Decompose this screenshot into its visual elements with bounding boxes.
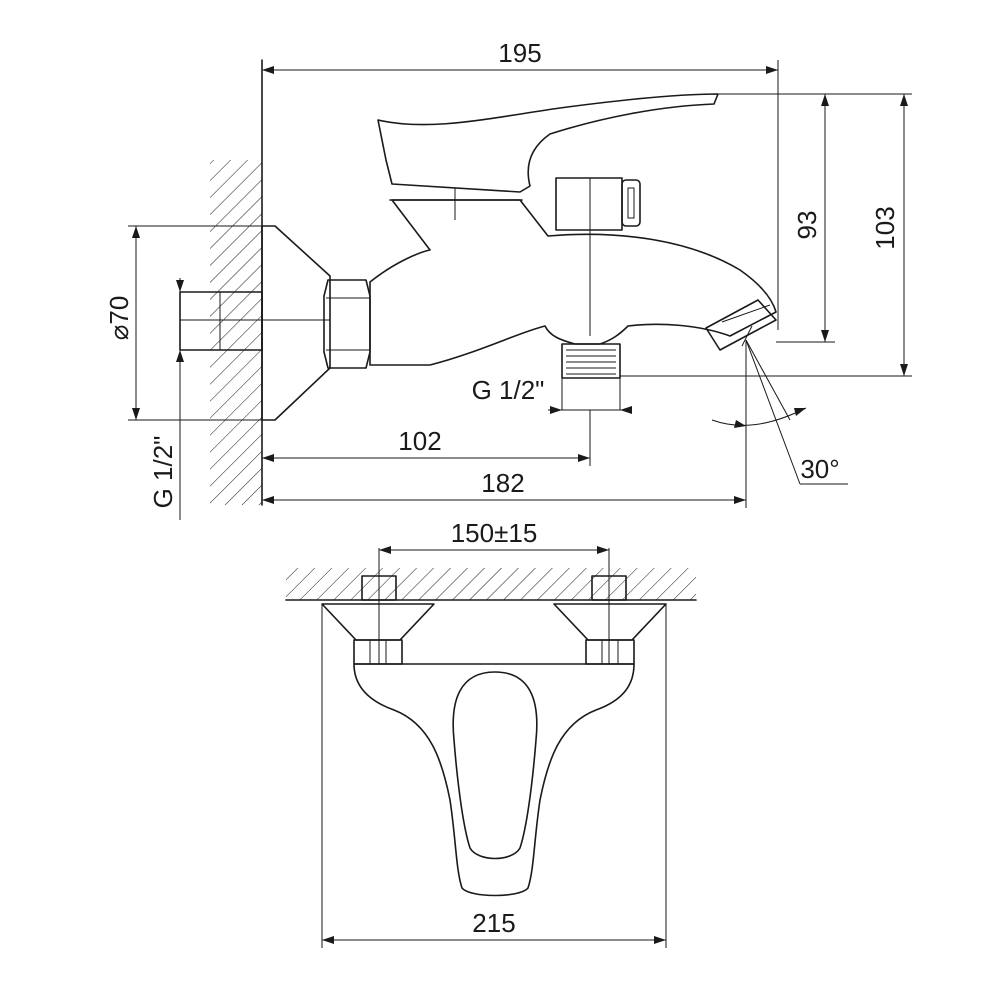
hex-nut (323, 279, 371, 369)
faucet-body-front (353, 663, 635, 897)
lever-handle-front (452, 671, 538, 860)
dim-height-103: 103 (620, 93, 912, 377)
dim-flange-diameter-label: ⌀70 (104, 296, 134, 341)
front-view: 150±15 215 (285, 518, 697, 948)
front-wall-hatch (286, 568, 696, 600)
wall-flange (261, 225, 331, 421)
dim-inlet-thread: G 1/2" (148, 278, 184, 520)
diverter-knob (555, 177, 641, 336)
dim-height-93-label: 93 (792, 211, 822, 240)
dim-inlet-thread-label: G 1/2" (148, 436, 178, 509)
dim-flange-diameter: ⌀70 (104, 225, 262, 421)
dim-overall-width-label: 215 (472, 908, 515, 938)
dim-spout-angle-label: 30° (800, 454, 839, 484)
outlet-thread (561, 343, 621, 410)
lever-handle (377, 93, 719, 193)
dim-total-width: 195 (262, 38, 779, 330)
dim-outlet-thread: G 1/2" (472, 375, 632, 414)
dim-outlet-thread-label: G 1/2" (472, 375, 545, 405)
dim-total-width-label: 195 (498, 38, 541, 68)
dim-spout-reach: 182 (262, 340, 747, 508)
dim-outlet-offset-label: 102 (398, 426, 441, 456)
dim-outlet-offset: 102 (262, 410, 591, 466)
wall-hatch (210, 160, 262, 505)
dim-center-distance: 150±15 (378, 518, 610, 664)
spout-aerator (705, 299, 777, 351)
dim-spout-angle: 30° (711, 339, 848, 485)
faucet-body (369, 199, 777, 366)
dim-overall-width: 215 (321, 604, 667, 948)
dim-height-93: 93 (718, 93, 835, 343)
dim-height-103-label: 103 (870, 206, 900, 249)
dim-center-distance-label: 150±15 (451, 518, 538, 548)
dim-spout-reach-label: 182 (481, 468, 524, 498)
side-view: 195 93 103 ⌀70 (104, 38, 912, 520)
